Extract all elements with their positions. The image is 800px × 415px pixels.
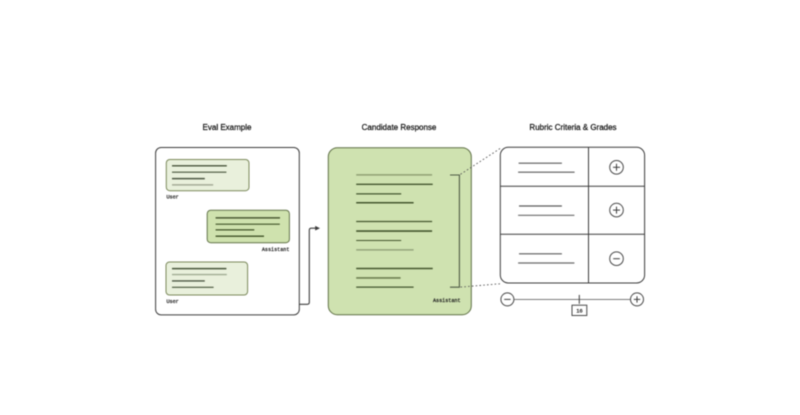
svg-text:Eval Example: Eval Example <box>203 123 252 132</box>
svg-text:Assistant: Assistant <box>262 247 290 253</box>
svg-text:16: 16 <box>576 309 582 315</box>
svg-text:Candidate Response: Candidate Response <box>362 123 437 132</box>
svg-text:User: User <box>167 299 179 305</box>
svg-text:Assistant: Assistant <box>433 298 461 304</box>
svg-text:Rubric Criteria & Grades: Rubric Criteria & Grades <box>529 123 616 132</box>
svg-text:User: User <box>167 195 179 201</box>
